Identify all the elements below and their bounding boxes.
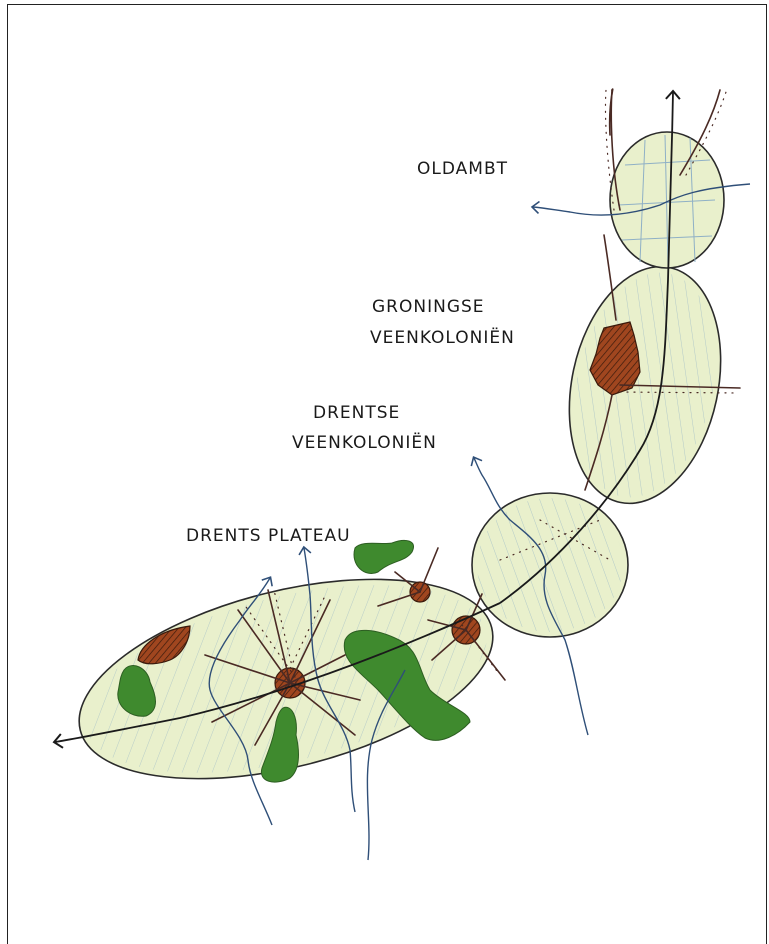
forest-patch <box>354 540 413 573</box>
region-drentse-veenkolonien <box>472 493 628 637</box>
label-drentse-2: VEENKOLONIËN <box>292 432 437 453</box>
label-oldambt: OLDAMBT <box>417 159 508 179</box>
label-groningse-2: VEENKOLONIËN <box>370 327 515 348</box>
label-drents-plateau: DRENTS PLATEAU <box>186 526 351 546</box>
region-oldambt <box>610 132 724 268</box>
label-groningse-1: GRONINGSE <box>372 297 485 317</box>
label-drentse-1: DRENTSE <box>313 403 400 423</box>
